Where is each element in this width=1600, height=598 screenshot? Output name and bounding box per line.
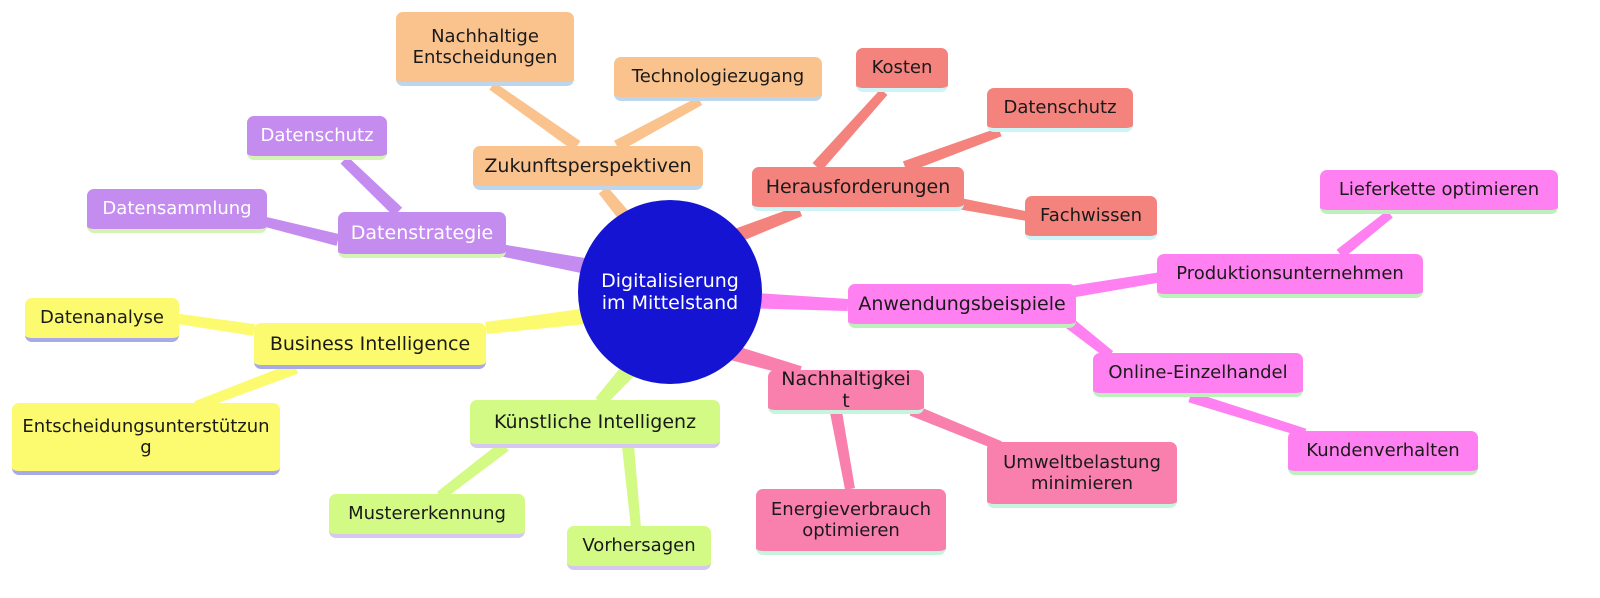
edge-kuenstliche-intelligenz <box>622 445 641 529</box>
edge-nachhaltigkeit <box>830 410 855 490</box>
edge-herausforderungen <box>902 127 1002 173</box>
leaf-lieferkette-optimieren[interactable]: Lieferkette optimieren <box>1320 170 1558 214</box>
leaf-energieverbrauch-optimieren[interactable]: Energieverbrauch optimieren <box>756 489 946 555</box>
leaf-entscheidungsunterstuetzung[interactable]: Entscheidungsunterstützung <box>12 403 280 475</box>
branch-root-zukunftsperspektiven-label: Zukunftsperspektiven <box>484 154 692 177</box>
leaf-mustererkennung[interactable]: Mustererkennung <box>329 494 525 538</box>
leaf-energieverbrauch-optimieren-label: Energieverbrauch optimieren <box>770 498 932 541</box>
leaf-produktionsunternehmen-label: Produktionsunternehmen <box>1176 263 1404 285</box>
leaf-nachhaltige-entscheidungen-label: Nachhaltige Entscheidungen <box>412 25 558 68</box>
leaf-online-einzelhandel[interactable]: Online-Einzelhandel <box>1093 353 1303 397</box>
edge-datenstrategie <box>340 156 403 217</box>
edge-kuenstliche-intelligenz <box>436 441 509 500</box>
leaf-entscheidungsunterstuetzung-label: Entscheidungsunterstützung <box>22 415 270 458</box>
leaf-fachwissen[interactable]: Fachwissen <box>1025 196 1157 240</box>
leaf-lieferkette-optimieren-label: Lieferkette optimieren <box>1338 179 1540 201</box>
leaf-vorhersagen-label: Vorhersagen <box>582 535 696 557</box>
center-node[interactable]: Digitalisierung im Mittelstand <box>578 200 762 384</box>
leaf-kosten-label: Kosten <box>871 57 933 79</box>
leaf-datenschutz[interactable]: Datenschutz <box>247 116 387 160</box>
branch-root-herausforderungen-label: Herausforderungen <box>765 175 951 198</box>
leaf-mustererkennung-label: Mustererkennung <box>348 503 506 525</box>
edge-zukunftsperspektiven <box>614 97 703 152</box>
leaf-datensammlung-label: Datensammlung <box>102 198 252 220</box>
branch-root-anwendungsbeispiele[interactable]: Anwendungsbeispiele <box>848 284 1076 328</box>
leaf-vorhersagen[interactable]: Vorhersagen <box>567 526 711 570</box>
edge-anwendungsbeispiele <box>1069 271 1169 298</box>
leaf-umweltbelastung-minimieren[interactable]: Umweltbelastung minimieren <box>987 442 1177 508</box>
branch-root-datenstrategie[interactable]: Datenstrategie <box>338 212 506 258</box>
leaf-datenschutz-label: Datenschutz <box>1003 97 1117 119</box>
edge-zukunftsperspektiven <box>489 82 581 151</box>
leaf-kosten[interactable]: Kosten <box>856 48 948 92</box>
edge-anwendungsbeispiele <box>1336 210 1393 259</box>
branch-root-nachhaltigkeit-label: Nachhaltigkeit <box>781 370 911 412</box>
branch-root-kuenstliche-intelligenz[interactable]: Künstliche Intelligenz <box>470 400 720 448</box>
leaf-kundenverhalten[interactable]: Kundenverhalten <box>1288 431 1478 475</box>
leaf-umweltbelastung-minimieren-label: Umweltbelastung minimieren <box>1003 451 1161 494</box>
edge-herausforderungen <box>812 89 888 171</box>
branch-root-nachhaltigkeit[interactable]: Nachhaltigkeit <box>768 370 924 414</box>
leaf-fachwissen-label: Fachwissen <box>1040 205 1142 227</box>
leaf-datenanalyse-label: Datenanalyse <box>39 307 164 329</box>
leaf-kundenverhalten-label: Kundenverhalten <box>1306 440 1460 462</box>
leaf-nachhaltige-entscheidungen[interactable]: Nachhaltige Entscheidungen <box>396 12 574 86</box>
branch-root-datenstrategie-label: Datenstrategie <box>350 221 494 244</box>
edge-datenstrategie <box>264 217 340 246</box>
branch-root-zukunftsperspektiven[interactable]: Zukunftsperspektiven <box>473 146 703 190</box>
leaf-datensammlung[interactable]: Datensammlung <box>87 189 267 233</box>
edge-business-intelligence <box>171 313 255 336</box>
leaf-technologiezugang[interactable]: Technologiezugang <box>614 57 822 101</box>
leaf-online-einzelhandel-label: Online-Einzelhandel <box>1108 362 1288 384</box>
leaf-datenschutz-label: Datenschutz <box>260 125 374 147</box>
leaf-technologiezugang-label: Technologiezugang <box>631 66 805 88</box>
leaf-datenanalyse[interactable]: Datenanalyse <box>25 298 179 342</box>
branch-root-kuenstliche-intelligenz-label: Künstliche Intelligenz <box>493 410 697 433</box>
branch-root-herausforderungen[interactable]: Herausforderungen <box>752 167 964 211</box>
edge-anwendungsbeispiele <box>1188 391 1307 438</box>
branch-root-anwendungsbeispiele-label: Anwendungsbeispiele <box>858 292 1066 315</box>
leaf-produktionsunternehmen[interactable]: Produktionsunternehmen <box>1157 254 1423 298</box>
branch-root-business-intelligence-label: Business Intelligence <box>269 332 471 355</box>
leaf-datenschutz[interactable]: Datenschutz <box>987 88 1133 132</box>
branch-root-business-intelligence[interactable]: Business Intelligence <box>254 323 486 369</box>
center-node-label: Digitalisierung im Mittelstand <box>601 269 739 314</box>
